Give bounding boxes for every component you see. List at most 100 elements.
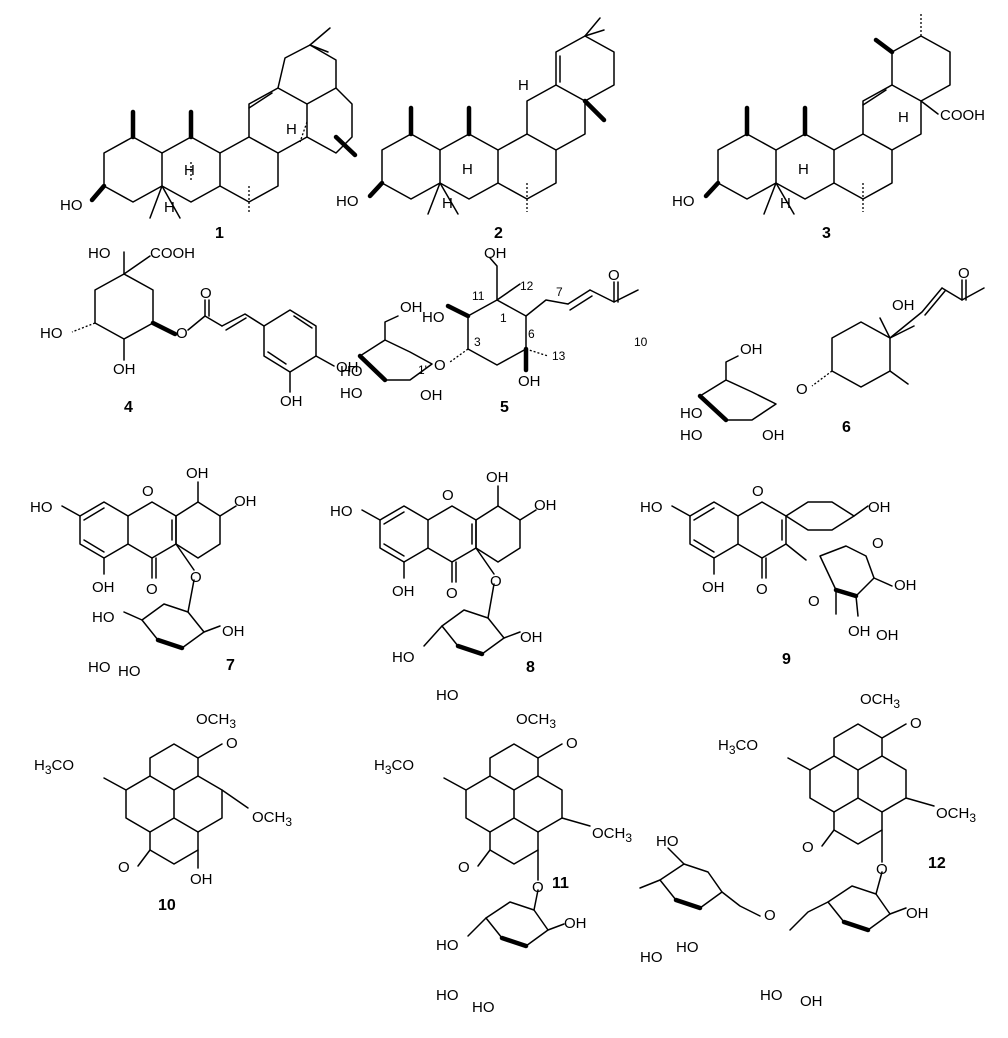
h-label: H xyxy=(898,109,909,126)
o-label: O xyxy=(872,535,884,552)
ho-label: HO xyxy=(672,193,695,210)
c1-label: 1 xyxy=(500,311,507,325)
o-label: O xyxy=(910,715,922,732)
ho-label: HO xyxy=(436,687,459,704)
h-label: H xyxy=(518,77,529,94)
oh-label: OH xyxy=(762,427,785,444)
structure-2: HO H H H 2 xyxy=(336,17,615,242)
o-label: O xyxy=(802,839,814,856)
o-label: O xyxy=(764,907,776,924)
o-label: O xyxy=(958,265,970,282)
oh-label: OH xyxy=(518,373,541,390)
structure-11: OCH3 H3CO O OCH3 O O HO OH HO HO 11 xyxy=(374,711,632,1016)
ho-label: HO xyxy=(656,833,679,850)
h-label: H xyxy=(164,199,175,216)
oh-label: OH xyxy=(190,871,213,888)
cooh-label: COOH xyxy=(150,245,195,262)
oh-label: OH xyxy=(186,465,209,482)
o-label: O xyxy=(146,581,158,598)
oh-label: OH xyxy=(484,245,507,262)
structure-10: OCH3 H3CO O OCH3 O OH 10 xyxy=(34,711,292,914)
o-label: O xyxy=(756,581,768,598)
structure-1: HO H H H 1 xyxy=(60,27,358,242)
structure-8: HO OH O O OH OH O HO OH HO 8 xyxy=(330,469,557,704)
h-label: H xyxy=(780,195,791,212)
compound-number: 10 xyxy=(158,897,176,914)
ho-label: HO xyxy=(436,987,459,1004)
ho-label: HO xyxy=(30,499,53,516)
ho-label: HO xyxy=(640,499,663,516)
structure-9: HO OH O O OH O O OH OH OH 9 xyxy=(640,483,917,668)
compound-number: 3 xyxy=(822,225,831,242)
cooh-label: COOH xyxy=(940,107,985,124)
o-label: O xyxy=(118,859,130,876)
och3-label: OCH3 xyxy=(196,711,236,731)
c1p-label: 1' xyxy=(418,363,427,377)
c13-label: 13 xyxy=(552,349,566,363)
ho-label: HO xyxy=(680,427,703,444)
o-label: O xyxy=(752,483,764,500)
compound-number: 8 xyxy=(526,659,535,676)
compound-number: 4 xyxy=(124,399,133,416)
c7-label: 7 xyxy=(556,285,563,299)
ho-label: HO xyxy=(336,193,359,210)
structure-5: OH 11 12 7 O 10 1 6 13 3 HO OH O OH HO H… xyxy=(340,245,648,416)
oh-label: OH xyxy=(894,577,917,594)
c3-label: 3 xyxy=(474,335,481,349)
oh-label: OH xyxy=(740,341,763,358)
ho-label: HO xyxy=(88,659,111,676)
oh-label: OH xyxy=(848,623,871,640)
ho-label: HO xyxy=(118,663,141,680)
compound-number: 6 xyxy=(842,419,851,436)
o-label: O xyxy=(608,267,620,284)
h3co-label: H3CO xyxy=(718,737,758,757)
och3-label: OCH3 xyxy=(936,805,976,825)
oh-label: OH xyxy=(702,579,725,596)
oh-label: OH xyxy=(392,583,415,600)
o-label: O xyxy=(434,357,446,374)
ho-label: HO xyxy=(340,385,363,402)
ho-label: HO xyxy=(40,325,63,342)
oh-label: OH xyxy=(113,361,136,378)
structure-3: HO COOH H H H 3 xyxy=(672,14,985,242)
ho-label: HO xyxy=(422,309,445,326)
compound-number: 1 xyxy=(215,225,224,242)
ho-label: HO xyxy=(330,503,353,520)
oh-label: OH xyxy=(520,629,543,646)
ho-label: HO xyxy=(640,949,663,966)
h-label: H xyxy=(462,161,473,178)
o-label: O xyxy=(446,585,458,602)
och3-label: OCH3 xyxy=(860,691,900,711)
o-label: O xyxy=(566,735,578,752)
o-label: O xyxy=(176,325,188,342)
o-label: O xyxy=(458,859,470,876)
oh-label: OH xyxy=(420,387,443,404)
o-label: O xyxy=(200,285,212,302)
oh-label: OH xyxy=(892,297,915,314)
oh-label: OH xyxy=(876,627,899,644)
o-label: O xyxy=(226,735,238,752)
compound-number: 7 xyxy=(226,657,235,674)
ho-label: HO xyxy=(436,937,459,954)
c12-label: 12 xyxy=(520,279,534,293)
ho-label: HO xyxy=(340,363,363,380)
och3-label: OCH3 xyxy=(592,825,632,845)
oh-label: OH xyxy=(800,993,823,1010)
c10-label: 10 xyxy=(634,335,648,349)
oh-label: OH xyxy=(534,497,557,514)
ho-label: HO xyxy=(760,987,783,1004)
o-label: O xyxy=(808,593,820,610)
ho-label: HO xyxy=(676,939,699,956)
structure-12: OCH3 H3CO O OCH3 O O OH O HO HO HO HO OH… xyxy=(639,691,976,1010)
ho-label: HO xyxy=(392,649,415,666)
och3-label: OCH3 xyxy=(252,809,292,829)
compound-number: 12 xyxy=(928,855,946,872)
c6-label: 6 xyxy=(528,327,535,341)
oh-label: OH xyxy=(486,469,509,486)
structure-7: HO OH O O OH OH O HO OH HO HO 7 xyxy=(30,465,257,680)
o-label: O xyxy=(532,879,544,896)
oh-label: OH xyxy=(400,299,423,316)
h3co-label: H3CO xyxy=(34,757,74,777)
oh-label: OH xyxy=(868,499,891,516)
